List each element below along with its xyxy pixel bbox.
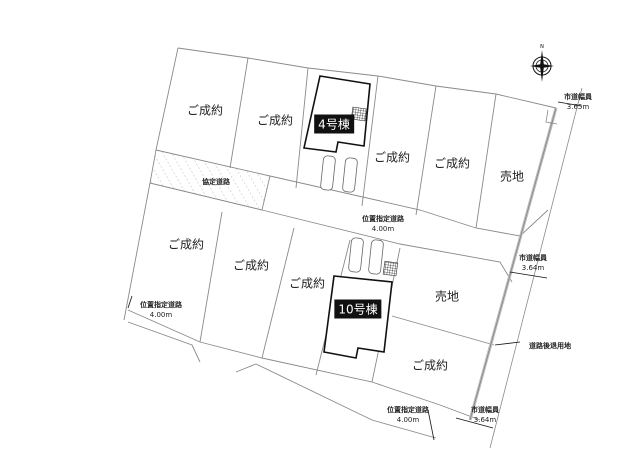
lot-6-status: ご成約: [167, 237, 205, 252]
designated-road-center-label: 位置指定道路 4.00m: [362, 214, 404, 234]
lot-boundaries: [123, 47, 557, 439]
lot-10-status: ご成約: [411, 358, 449, 373]
building-10-label: 10号棟: [334, 299, 382, 319]
compass-rose-icon: N: [530, 44, 554, 82]
road-name: 市道幅員: [519, 254, 547, 262]
city-road-top-label: 市道幅員 3.65m: [564, 92, 592, 112]
building-4-label: 4号棟: [314, 114, 354, 134]
lot-8-status: ご成約: [288, 276, 326, 291]
road-name: 市道幅員: [471, 406, 499, 414]
designated-road-bottom-label: 位置指定道路 4.00m: [387, 405, 429, 425]
road-width: 4.00m: [371, 225, 395, 233]
lot-3-status: ご成約: [373, 150, 411, 165]
city-road-middle-label: 市道幅員 3.64m: [519, 253, 547, 273]
road-width: 3.65m: [566, 103, 590, 111]
road-name: 市道幅員: [564, 93, 592, 101]
road-name: 道路後退用地: [529, 342, 571, 350]
lot-5-status: 売地: [499, 169, 525, 184]
dimension-lines: [127, 101, 583, 441]
lot-1-status: ご成約: [186, 103, 224, 118]
agreement-road-label: 協定道路: [202, 177, 230, 187]
building-4-outline: [303, 75, 371, 193]
city-road: [468, 87, 583, 449]
designated-road-left-label: 位置指定道路 4.00m: [140, 300, 182, 320]
road-name: 位置指定道路: [387, 406, 429, 414]
road-width: 4.00m: [396, 416, 420, 424]
road-width: 4.00m: [149, 311, 173, 319]
lot-4-status: ご成約: [433, 156, 471, 171]
road-width: 3.64m: [473, 416, 497, 424]
setback-land-label: 道路後退用地: [529, 341, 571, 351]
city-road-bottom-label: 市道幅員 3.64m: [471, 405, 499, 425]
road-name: 位置指定道路: [362, 215, 404, 223]
building-10-outline: [323, 237, 399, 359]
lot-7-status: ご成約: [232, 258, 270, 273]
lot-2-status: ご成約: [256, 113, 294, 128]
road-name: 協定道路: [202, 178, 230, 186]
svg-text:N: N: [540, 44, 544, 50]
lot-9-status: 売地: [434, 289, 460, 304]
road-name: 位置指定道路: [140, 301, 182, 309]
road-width: 3.64m: [521, 264, 545, 272]
